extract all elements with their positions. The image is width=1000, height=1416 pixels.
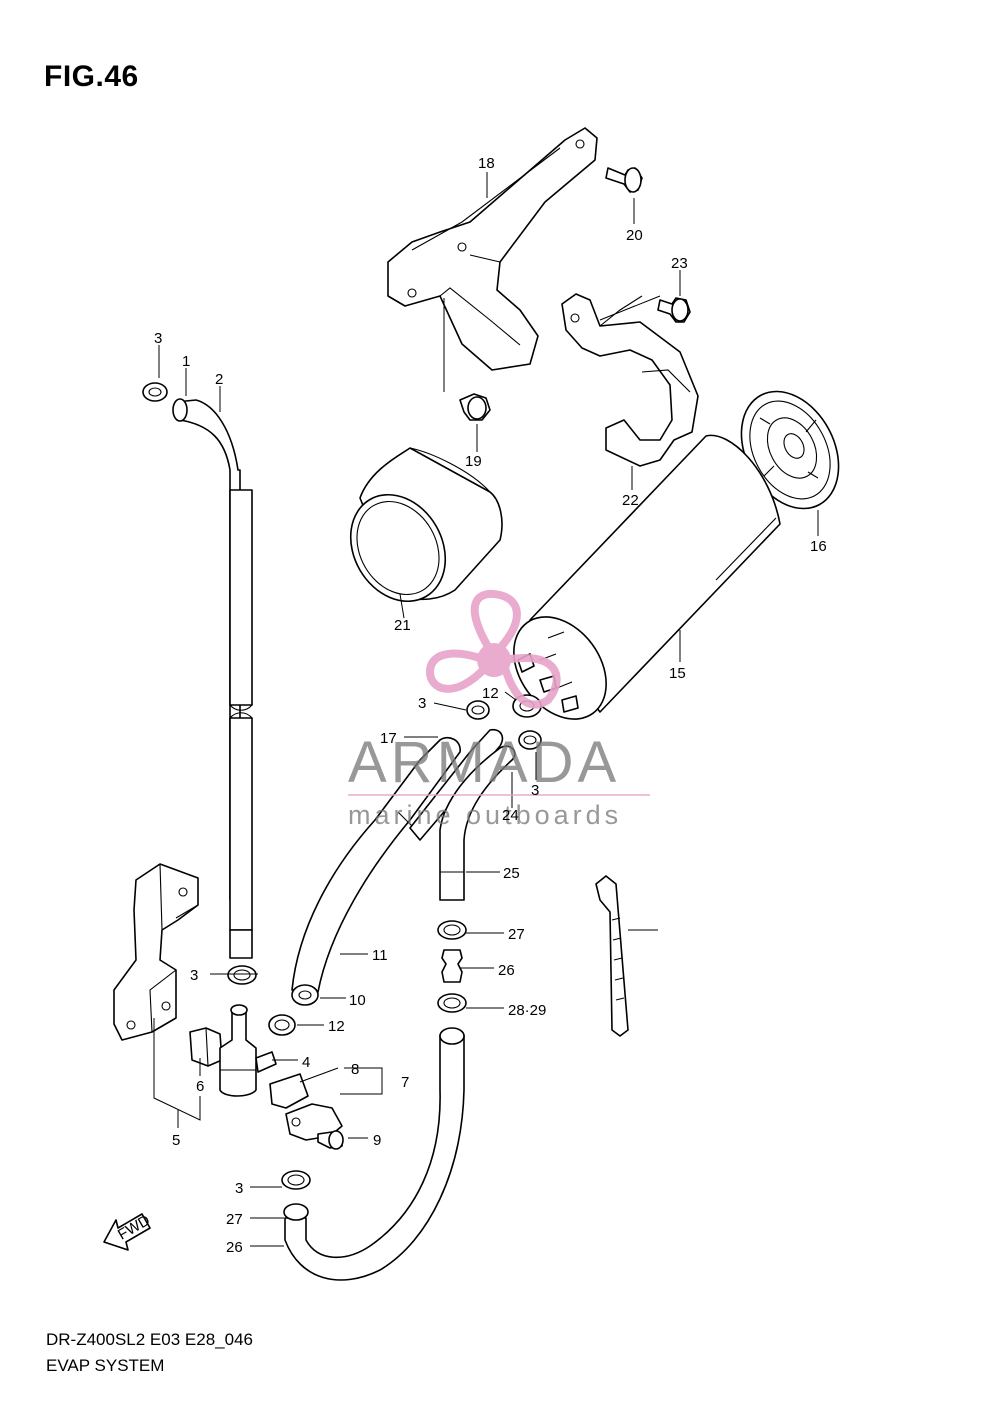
part-28-29-cable-tie bbox=[595, 875, 629, 1037]
callout-24: 26 bbox=[498, 962, 515, 979]
part-24-joint bbox=[441, 949, 463, 983]
callout-25: 27 bbox=[226, 1211, 243, 1228]
callouts: 3 1 2 18 19 20 23 22 16 21 15 3 12 17 3 … bbox=[154, 155, 827, 1256]
part-27-clamp-upper bbox=[437, 920, 467, 940]
part-13-canister bbox=[513, 434, 781, 720]
callout-13: 15 bbox=[669, 665, 686, 682]
callout-15: 17 bbox=[380, 730, 397, 747]
callout-5: 5 bbox=[172, 1132, 180, 1149]
part-3-clamp-bottom bbox=[281, 1170, 311, 1190]
callout-22: 24 bbox=[502, 807, 519, 824]
callout-3: 3 bbox=[154, 330, 162, 347]
part-1-2-hose bbox=[172, 398, 253, 959]
part-3-clamp-lower bbox=[227, 965, 257, 985]
callout-20: 22 bbox=[622, 492, 639, 509]
part-17-bolt bbox=[459, 393, 491, 421]
part-3-clamp-right bbox=[518, 730, 542, 750]
callout-23: 25 bbox=[503, 865, 520, 882]
callout-8: 8 bbox=[351, 1061, 359, 1078]
part-8-clamp bbox=[269, 1073, 309, 1109]
part-12-clamp-lower bbox=[268, 1014, 296, 1036]
part-4-valve bbox=[219, 1004, 277, 1097]
watermark-brand: ARMADA bbox=[348, 730, 620, 795]
watermark-tagline: marine outboards bbox=[348, 800, 622, 830]
callout-6: 6 bbox=[196, 1078, 204, 1095]
callout-18: 20 bbox=[626, 227, 643, 244]
callout-26: 26 bbox=[226, 1239, 243, 1256]
callout-1: 1 bbox=[182, 353, 190, 370]
callout-27: 28·29 bbox=[508, 1002, 546, 1019]
part-18-bolt bbox=[605, 167, 643, 193]
part-25-26-hose bbox=[283, 1027, 465, 1281]
part-3-clamp-mid bbox=[466, 700, 490, 720]
callout-10: 10 bbox=[349, 992, 366, 1009]
part-20-canister-clamp bbox=[561, 293, 699, 467]
callout-7: 7 bbox=[401, 1074, 409, 1091]
part-19-canister-cover bbox=[349, 447, 503, 603]
callout-3: 3 bbox=[190, 967, 198, 984]
callout-11: 11 bbox=[372, 947, 388, 964]
callout-12: 12 bbox=[328, 1018, 345, 1035]
part-6-clip bbox=[189, 1027, 223, 1067]
callout-9: 9 bbox=[373, 1132, 381, 1149]
fwd-label: FWD bbox=[115, 1212, 153, 1244]
callout-16: 18 bbox=[478, 155, 495, 172]
fwd-arrow-icon: FWD bbox=[103, 1212, 153, 1251]
callout-3: 3 bbox=[531, 782, 539, 799]
diagram-caption: EVAP SYSTEM bbox=[46, 1356, 165, 1375]
callout-2: 2 bbox=[215, 371, 223, 388]
part-27-clamp-lower bbox=[437, 993, 467, 1013]
part-21-bolt bbox=[657, 297, 691, 323]
watermark-propeller-logo bbox=[425, 589, 561, 709]
watermark: ARMADA marine outboards bbox=[348, 589, 650, 830]
callout-3: 3 bbox=[418, 695, 426, 712]
callout-17: 19 bbox=[465, 453, 482, 470]
part-9-screw bbox=[317, 1130, 344, 1150]
part-3-clamp-top bbox=[142, 382, 168, 402]
callout-12: 12 bbox=[482, 685, 499, 702]
callout-19: 21 bbox=[394, 617, 411, 634]
callout-4: 4 bbox=[302, 1054, 310, 1071]
part-11-15-hose bbox=[291, 736, 461, 1006]
figure-title: FIG.46 bbox=[44, 60, 139, 93]
callout-21: 23 bbox=[671, 255, 688, 272]
callout-27: 27 bbox=[508, 926, 525, 943]
callout-14: 16 bbox=[810, 538, 827, 555]
leader-lines bbox=[153, 172, 819, 1247]
model-code: DR-Z400SL2 E03 E28_046 bbox=[46, 1330, 253, 1349]
part-5-bracket bbox=[113, 863, 199, 1041]
callout-3: 3 bbox=[235, 1180, 243, 1197]
